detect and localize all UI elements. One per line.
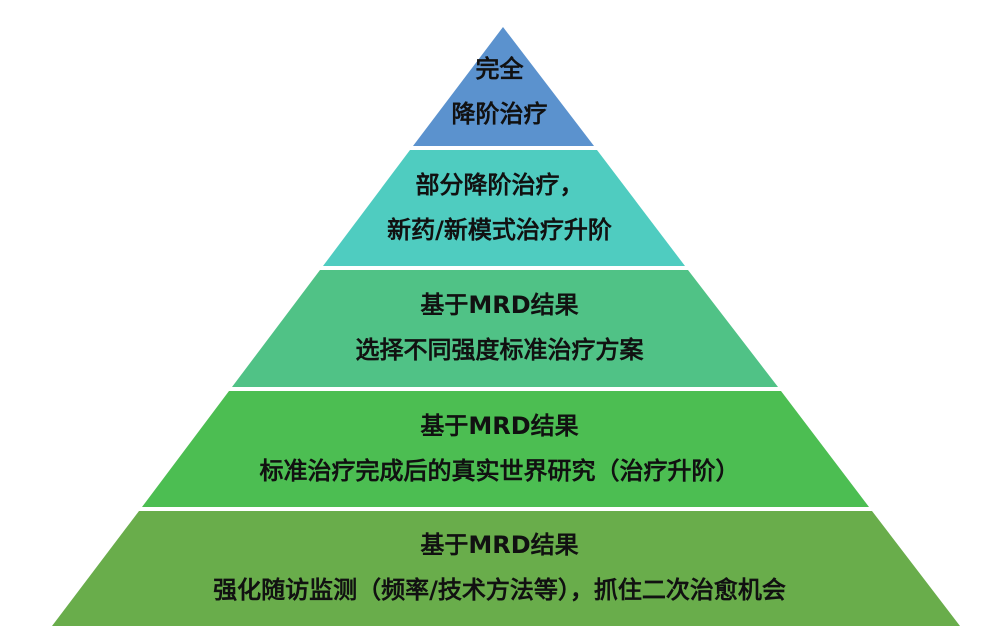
pyramid-tier-4-shape [142, 391, 869, 507]
pyramid-tier-3-shape [232, 270, 778, 387]
pyramid-tier-1-shape [413, 27, 594, 146]
pyramid-tier-5-shape [52, 511, 960, 626]
pyramid-tier-2-shape [323, 150, 685, 266]
